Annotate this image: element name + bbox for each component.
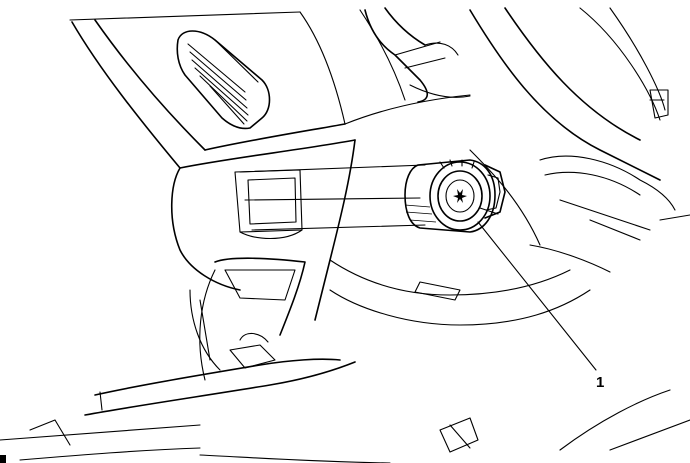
alignment-lines — [239, 164, 426, 231]
steering-column — [364, 7, 471, 103]
right-panel — [469, 7, 690, 241]
lower-dash — [170, 139, 611, 326]
floor-edges — [0, 389, 690, 463]
dashboard-upper-panel — [69, 9, 471, 169]
knee-bolster — [84, 257, 356, 416]
headlamp-switch-assembly — [404, 159, 506, 233]
callout-label-1: 1 — [596, 374, 604, 391]
switch-bezel — [234, 169, 303, 239]
air-vent — [176, 30, 271, 130]
callout-leader-line — [477, 221, 597, 371]
callout-1: 1 — [477, 221, 604, 391]
